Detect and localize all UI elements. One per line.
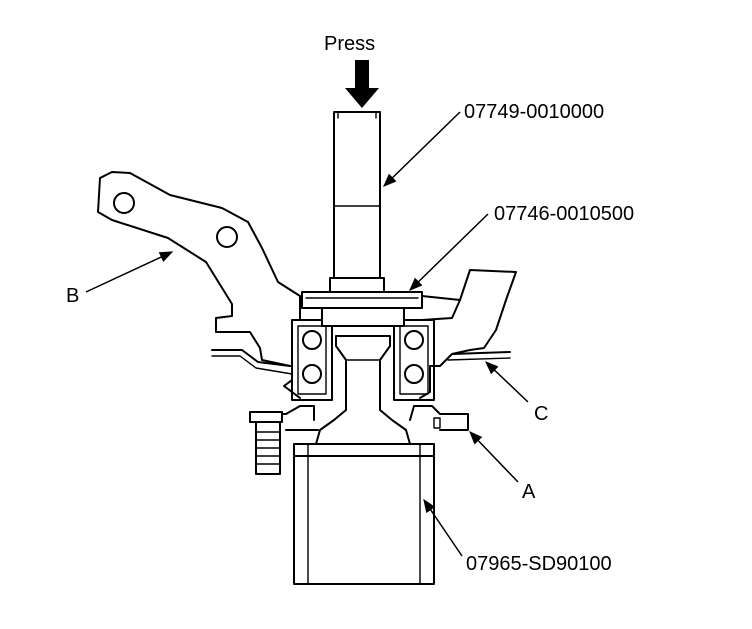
leader-attachment bbox=[409, 213, 489, 291]
press-label: Press bbox=[324, 33, 375, 55]
bearing-ball-icon bbox=[302, 330, 322, 350]
tool-driver-label: 07749-0010000 bbox=[464, 101, 604, 123]
tool-base-label: 07965-SD90100 bbox=[466, 553, 612, 575]
bearing-housing bbox=[291, 307, 435, 401]
bearing-ball-icon bbox=[302, 364, 322, 384]
driver-shaft bbox=[329, 111, 385, 293]
knuckle bbox=[97, 171, 301, 399]
bearing-ball-icon bbox=[404, 330, 424, 350]
leader-c bbox=[485, 361, 529, 403]
knuckle-right-arm bbox=[419, 269, 517, 399]
label-a: A bbox=[522, 481, 536, 503]
support-base-tool bbox=[293, 443, 435, 585]
leader-b bbox=[85, 251, 174, 293]
leader-a bbox=[469, 431, 519, 483]
leader-driver bbox=[383, 111, 461, 187]
label-c: C bbox=[534, 403, 548, 425]
press-arrow-icon bbox=[345, 60, 379, 108]
hub bbox=[315, 335, 411, 445]
label-b: B bbox=[66, 285, 79, 307]
attachment-plate bbox=[301, 291, 423, 309]
tool-attachment-label: 07746-0010500 bbox=[494, 203, 634, 225]
leader-base bbox=[423, 498, 463, 557]
wheel-stud-icon bbox=[249, 411, 283, 475]
bearing-ball-icon bbox=[404, 364, 424, 384]
